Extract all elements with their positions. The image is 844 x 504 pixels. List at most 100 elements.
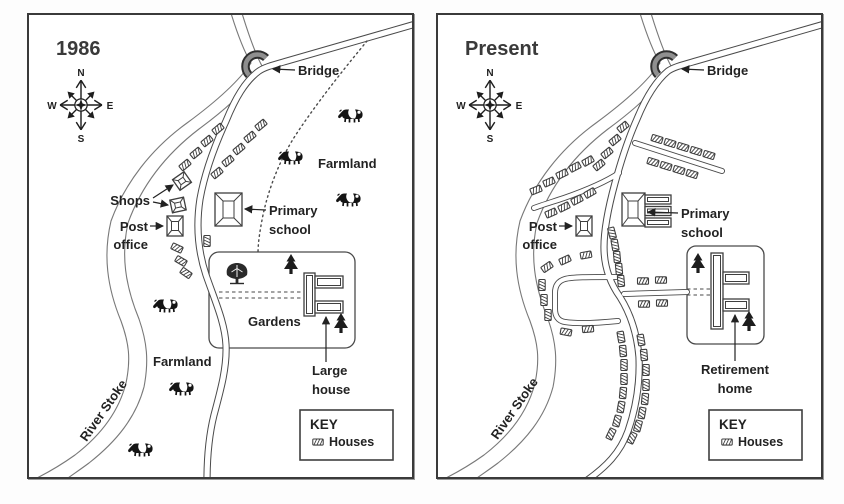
house-icon <box>544 308 552 322</box>
post-office-label-1: Post <box>529 219 558 234</box>
house-icon <box>639 348 649 362</box>
house-icon <box>640 392 650 406</box>
house-icon <box>650 133 664 145</box>
retirement-home-label-1: Retirement <box>701 362 770 377</box>
house-icon <box>655 299 669 307</box>
key-title: KEY <box>719 417 747 432</box>
bridge-label: Bridge <box>298 63 339 78</box>
key-legend: KEY Houses <box>299 409 394 461</box>
roads-group <box>194 17 430 485</box>
house-icon <box>544 207 558 219</box>
house-icon <box>540 293 548 307</box>
compass-s: S <box>487 134 494 145</box>
post-office-building <box>166 215 184 237</box>
primary-school-label-2: school <box>681 225 723 240</box>
map-panel-present: N S W E Present Bridge Post office Prima… <box>436 9 839 486</box>
post-office-label-1: Post <box>120 219 149 234</box>
roads-group <box>531 17 839 485</box>
house-icon <box>555 168 569 180</box>
house-icon <box>605 427 617 441</box>
house-icon <box>610 238 620 252</box>
cow-icon <box>335 192 362 208</box>
house-icon <box>254 118 268 132</box>
shops-label: Shops <box>110 193 150 208</box>
key-legend: KEY Houses <box>708 409 803 461</box>
map-canvas-present: N S W E Present Bridge Post office Prima… <box>443 9 839 486</box>
house-icon <box>685 168 699 180</box>
house-icon <box>210 166 224 180</box>
house-icon <box>702 149 716 161</box>
primary-school-label-2: school <box>269 222 311 237</box>
house-icon <box>557 201 571 213</box>
house-icon <box>608 133 622 147</box>
map-title: 1986 <box>56 38 101 60</box>
house-icon <box>637 406 647 420</box>
house-icon <box>203 234 211 248</box>
map-title: Present <box>465 38 539 60</box>
shop-buildings <box>169 170 193 214</box>
house-icon <box>612 250 622 264</box>
large-house-label-1: Large <box>312 363 347 378</box>
compass-n: N <box>486 68 493 79</box>
house-icon <box>232 142 246 156</box>
map-panel-1986: N S W E 1986 Bridge Shops Post office <box>27 9 430 486</box>
house-icon <box>616 330 626 344</box>
house-icon <box>620 358 628 372</box>
house-icon <box>529 184 543 196</box>
driveway-dashed <box>219 291 303 299</box>
house-icon <box>542 176 556 188</box>
house-icon <box>676 141 690 153</box>
house-icon <box>616 400 626 414</box>
post-office-building <box>575 215 593 237</box>
house-icon <box>178 158 192 172</box>
house-icon <box>581 154 595 168</box>
river-label: River Stoke <box>488 375 541 442</box>
house-icon <box>689 145 703 157</box>
compass-w: W <box>456 101 466 112</box>
post-office-label-2: office <box>113 237 148 252</box>
large-house-label-2: house <box>312 382 350 397</box>
house-icon <box>642 378 650 392</box>
key-houses-label: Houses <box>738 435 783 449</box>
primary-school-label-1: Primary <box>269 203 318 218</box>
house-icon <box>221 154 235 168</box>
house-icon <box>620 372 628 386</box>
house-icon <box>637 300 651 308</box>
footpath <box>257 40 368 255</box>
house-icon <box>618 344 628 358</box>
house-icon <box>646 156 660 168</box>
house-icon <box>642 363 650 377</box>
house-icon <box>189 146 203 160</box>
house-icon <box>616 120 630 134</box>
house-icon <box>174 254 188 268</box>
bridge-label: Bridge <box>707 63 748 78</box>
house-icon <box>558 254 572 266</box>
house-icon <box>636 333 646 347</box>
house-icon <box>581 324 595 334</box>
house-icon <box>632 419 644 433</box>
post-office-label-2: office <box>522 237 557 252</box>
cow-icon <box>152 298 179 314</box>
cow-icon <box>277 150 304 166</box>
house-icon <box>618 386 628 400</box>
house-icon <box>663 137 677 149</box>
farmland-north-label: Farmland <box>318 156 377 171</box>
primary-school-label-1: Primary <box>681 206 730 221</box>
primary-school-building <box>621 192 672 228</box>
compass-s: S <box>78 134 85 145</box>
house-icon <box>568 161 582 173</box>
large-house-building <box>303 272 344 317</box>
compass-e: E <box>516 101 523 112</box>
map-canvas-1986: N S W E 1986 Bridge Shops Post office <box>34 9 430 486</box>
house-icon <box>721 438 733 446</box>
house-icon <box>579 250 593 260</box>
key-title: KEY <box>310 417 338 432</box>
compass-n: N <box>77 68 84 79</box>
house-icon <box>243 130 257 144</box>
house-icon <box>600 146 614 160</box>
house-icon <box>636 277 650 285</box>
compass-w: W <box>47 101 57 112</box>
house-icon <box>654 276 668 284</box>
retirement-home-label-2: home <box>718 381 753 396</box>
